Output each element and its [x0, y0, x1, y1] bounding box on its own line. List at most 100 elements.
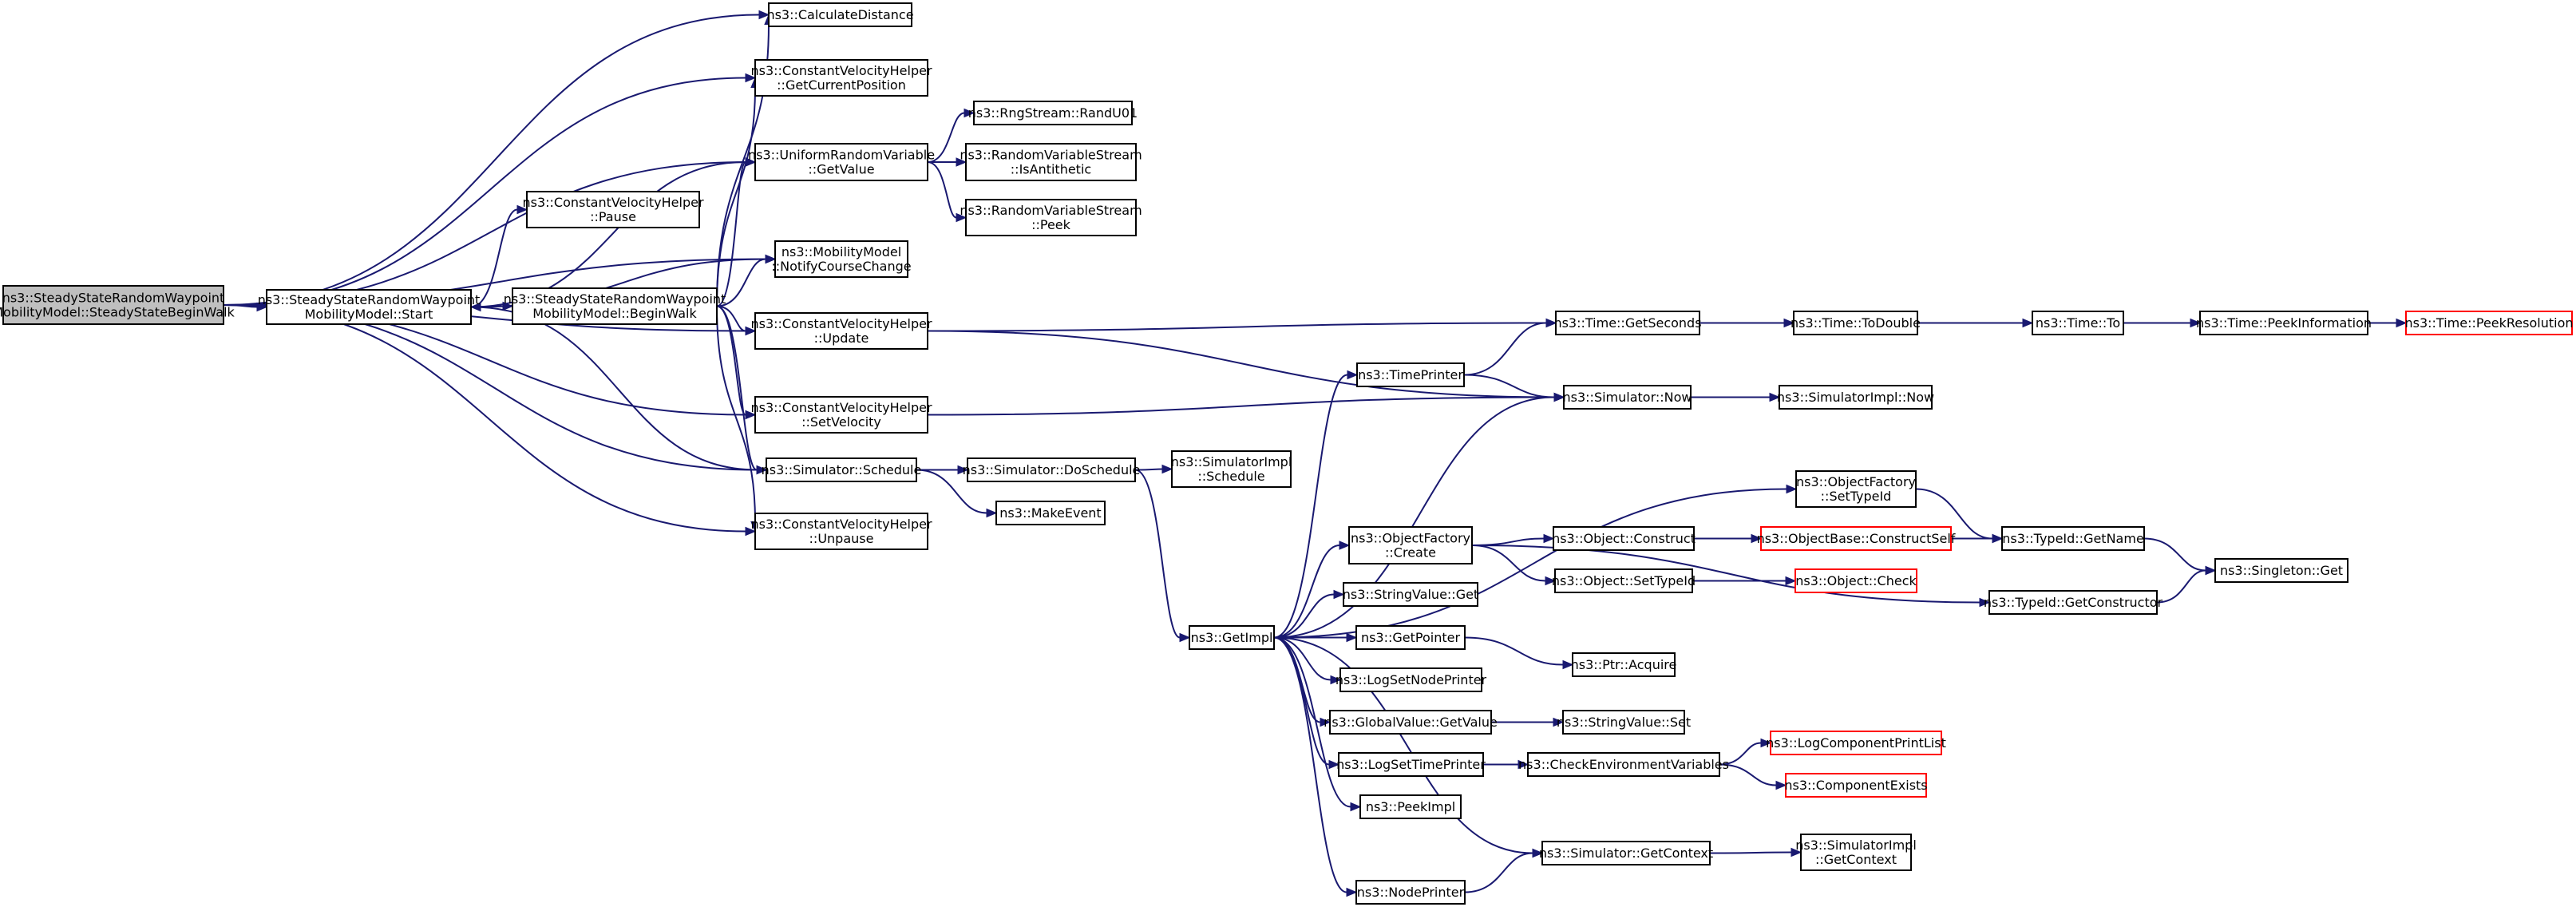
- edge-get-impl-to-string-value-get: [1273, 589, 1345, 639]
- node-label: ns3::ConstantVelocityHelper: [750, 517, 932, 532]
- arrowhead-icon: [756, 465, 768, 475]
- node-box: [754, 312, 928, 350]
- node-make-event[interactable]: ns3::MakeEvent: [995, 501, 1106, 525]
- node-calc-distance[interactable]: ns3::CalculateDistance: [766, 2, 914, 27]
- node-start[interactable]: ns3::SteadyStateRandomWaypointMobilityMo…: [258, 289, 481, 325]
- node-box: [1563, 385, 1692, 410]
- node-sim-schedule[interactable]: ns3::Simulator::Schedule: [762, 457, 922, 482]
- edge-get-impl-to-peek-impl: [1273, 636, 1362, 812]
- node-label: ::SetVelocity: [801, 414, 881, 430]
- edge-time-to-to-peek-information: [2123, 318, 2202, 328]
- edge-line: [1709, 851, 1792, 854]
- node-label: ns3::GetImpl: [1191, 630, 1273, 645]
- edge-begin-walk-to-get-current-position: [716, 77, 760, 307]
- node-box: [1760, 526, 1952, 551]
- node-label: ns3::SimulatorImpl::Now: [1777, 390, 1934, 405]
- node-get-current-position[interactable]: ns3::ConstantVelocityHelper::GetCurrentP…: [750, 59, 932, 97]
- node-begin-walk[interactable]: ns3::SteadyStateRandomWaypointMobilityMo…: [504, 287, 726, 325]
- node-string-value-get[interactable]: ns3::StringValue::Get: [1343, 582, 1478, 607]
- node-simimpl-get-context[interactable]: ns3::SimulatorImpl::GetContext: [1795, 834, 1917, 871]
- node-sim-now[interactable]: ns3::Simulator::Now: [1563, 385, 1692, 410]
- node-label: ns3::CalculateDistance: [766, 7, 913, 22]
- node-do-schedule[interactable]: ns3::Simulator::DoSchedule: [963, 457, 1141, 482]
- node-time-to-double[interactable]: ns3::Time::ToDouble: [1791, 311, 1921, 335]
- node-time-to[interactable]: ns3::Time::To: [2032, 311, 2124, 335]
- node-box: [754, 59, 928, 97]
- edge-object-set-type-id-to-object-check: [1692, 576, 1797, 586]
- node-label: ns3::Object::Construct: [1552, 531, 1696, 546]
- node-label: ns3::Object::SetTypeId: [1552, 573, 1696, 588]
- node-label: ns3::ComponentExists: [1784, 778, 1927, 793]
- node-of-set-type-id[interactable]: ns3::ObjectFactory::SetTypeId: [1795, 470, 1917, 508]
- node-object-set-type-id[interactable]: ns3::Object::SetTypeId: [1552, 568, 1696, 593]
- node-sim-get-context[interactable]: ns3::Simulator::GetContext: [1539, 841, 1713, 865]
- node-box: [766, 457, 917, 482]
- edge-get-impl-to-global-value-get-value: [1273, 636, 1332, 727]
- node-peek-information[interactable]: ns3::Time::PeekInformation: [2196, 311, 2372, 335]
- node-box: [2405, 311, 2573, 335]
- node-begin-walk-root[interactable]: ns3::SteadyStateRandomWaypointMobilityMo…: [0, 285, 235, 325]
- edge-line: [1915, 488, 1993, 540]
- node-peek-impl[interactable]: ns3::PeekImpl: [1359, 794, 1462, 819]
- node-label: ns3::SteadyStateRandomWaypoint: [504, 291, 726, 307]
- node-is-antithetic[interactable]: ns3::RandomVariableStream::IsAntithetic: [960, 143, 1142, 181]
- node-simimpl-schedule[interactable]: ns3::SimulatorImpl::Schedule: [1171, 450, 1292, 488]
- node-object-factory-create[interactable]: ns3::ObjectFactory::Create: [1348, 526, 1473, 564]
- node-cvh-set-velocity[interactable]: ns3::ConstantVelocityHelper::SetVelocity: [750, 396, 932, 434]
- arrowhead-icon: [964, 108, 975, 118]
- node-object-check[interactable]: ns3::Object::Check: [1794, 568, 1917, 593]
- node-cvh-update[interactable]: ns3::ConstantVelocityHelper::Update: [750, 312, 932, 350]
- edge-line: [1134, 469, 1181, 639]
- arrowhead-icon: [1992, 533, 2004, 544]
- node-pause[interactable]: ns3::ConstantVelocityHelper::Pause: [522, 191, 704, 228]
- node-log-set-time-printer[interactable]: ns3::LogSetTimePrinter: [1336, 752, 1486, 777]
- node-peek-resolution[interactable]: ns3::Time::PeekResolution: [2404, 311, 2574, 335]
- node-component-exists[interactable]: ns3::ComponentExists: [1784, 773, 1928, 798]
- edge-cvh-set-velocity-to-sim-now: [927, 392, 1565, 416]
- node-string-value-set[interactable]: ns3::StringValue::Set: [1557, 710, 1691, 735]
- node-label: ns3::Time::ToDouble: [1791, 315, 1921, 331]
- node-type-id-get-constructor[interactable]: ns3::TypeId::GetConstructor: [1984, 590, 2163, 615]
- node-simimpl-now[interactable]: ns3::SimulatorImpl::Now: [1777, 385, 1934, 410]
- edge-begin-walk-to-cvh-set-velocity: [716, 305, 757, 420]
- edge-begin-walk-root-to-calc-distance: [223, 10, 770, 306]
- edge-line: [1471, 537, 1545, 546]
- edge-line: [1719, 742, 1762, 766]
- node-construct-self[interactable]: ns3::ObjectBase::ConstructSelf: [1757, 526, 1956, 551]
- node-box: [995, 501, 1106, 525]
- node-log-set-node-printer[interactable]: ns3::LogSetNodePrinter: [1335, 667, 1487, 692]
- node-singleton-get[interactable]: ns3::Singleton::Get: [2214, 558, 2348, 583]
- node-node-printer[interactable]: ns3::NodePrinter: [1355, 880, 1466, 905]
- arrowhead-icon: [1543, 533, 1555, 544]
- arrowhead-icon: [1161, 464, 1173, 474]
- node-time-get-seconds[interactable]: ns3::Time::GetSeconds: [1553, 311, 1702, 335]
- node-ptr-acquire[interactable]: ns3::Ptr::Acquire: [1571, 652, 1677, 677]
- node-time-printer[interactable]: ns3::TimePrinter: [1356, 362, 1465, 387]
- arrowhead-icon: [2396, 318, 2408, 328]
- arrowhead-icon: [1775, 780, 1787, 790]
- node-box: [754, 143, 928, 181]
- edge-global-value-get-value-to-string-value-set: [1490, 717, 1565, 727]
- node-check-env-vars[interactable]: ns3::CheckEnvironmentVariables: [1518, 752, 1729, 777]
- node-label: ::Unpause: [809, 531, 874, 546]
- node-box: [1553, 526, 1695, 551]
- node-rvs-peek[interactable]: ns3::RandomVariableStream::Peek: [960, 199, 1142, 236]
- arrowhead-icon: [956, 157, 967, 167]
- node-label: ns3::TypeId::GetConstructor: [1984, 595, 2163, 610]
- node-get-pointer[interactable]: ns3::GetPointer: [1355, 625, 1466, 650]
- edge-start-to-sim-schedule: [470, 306, 768, 475]
- arrowhead-icon: [745, 157, 757, 167]
- node-rand-u01[interactable]: ns3::RngStream::RandU01: [968, 101, 1138, 125]
- node-get-impl[interactable]: ns3::GetImpl: [1189, 625, 1275, 650]
- node-uniform-get-value[interactable]: ns3::UniformRandomVariable::GetValue: [748, 143, 935, 181]
- node-global-value-get-value[interactable]: ns3::GlobalValue::GetValue: [1324, 710, 1498, 735]
- node-label: MobilityModel::Start: [305, 307, 433, 322]
- node-notify-course-change[interactable]: ns3::MobilityModel::NotifyCourseChange: [771, 240, 912, 278]
- node-type-id-get-name[interactable]: ns3::TypeId::GetName: [2001, 526, 2145, 551]
- edge-line: [1273, 545, 1340, 639]
- node-log-component-print-list[interactable]: ns3::LogComponentPrintList: [1766, 731, 1946, 755]
- node-cvh-unpause[interactable]: ns3::ConstantVelocityHelper::Unpause: [750, 513, 932, 550]
- edge-time-printer-to-sim-now: [1463, 374, 1565, 402]
- node-object-construct[interactable]: ns3::Object::Construct: [1552, 526, 1696, 551]
